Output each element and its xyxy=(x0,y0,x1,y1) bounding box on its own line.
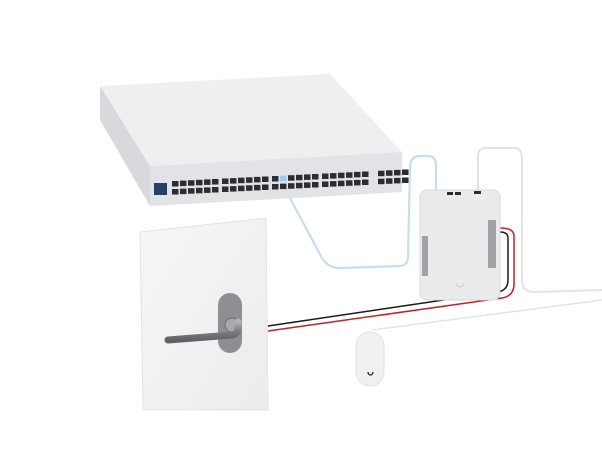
switch-port xyxy=(196,187,203,194)
uplink-cable xyxy=(276,154,438,270)
access-reader xyxy=(355,331,385,387)
door xyxy=(139,217,269,411)
switch-top xyxy=(100,74,402,166)
switch-port xyxy=(254,176,261,183)
power-cable-red xyxy=(267,227,515,332)
switch-port xyxy=(312,182,319,188)
hub-body xyxy=(419,189,501,301)
reader-body xyxy=(355,331,385,387)
switch-port xyxy=(180,180,187,187)
hub-terminal-right xyxy=(488,220,496,268)
switch-port xyxy=(204,187,211,193)
ethernet-cable xyxy=(477,147,602,294)
switch-port xyxy=(212,187,219,193)
switch-port xyxy=(272,176,279,182)
switch-port xyxy=(254,184,261,191)
switch-port xyxy=(172,189,179,195)
switch-port xyxy=(180,188,187,195)
switch-port xyxy=(322,181,329,187)
switch-port xyxy=(346,180,353,186)
switch-ports xyxy=(172,169,409,195)
switch-port xyxy=(362,179,369,185)
switch-port xyxy=(212,179,219,185)
switch-port xyxy=(288,175,295,181)
switch-port xyxy=(204,179,211,185)
door-panel xyxy=(139,217,269,411)
switch-port xyxy=(402,177,409,183)
switch-port xyxy=(330,181,337,187)
switch-port xyxy=(362,171,369,177)
switch-port xyxy=(330,173,337,179)
switch-port xyxy=(246,177,253,183)
switch-port xyxy=(394,169,401,176)
switch-port xyxy=(296,174,303,181)
switch-port xyxy=(386,178,393,184)
switch-port xyxy=(378,178,385,185)
hub-terminal-left xyxy=(422,236,428,276)
switch-port xyxy=(188,188,195,194)
switch-port xyxy=(288,183,295,189)
switch-port xyxy=(312,174,319,180)
switch-port xyxy=(222,186,229,192)
switch-left-side xyxy=(100,86,150,206)
switch-port xyxy=(378,170,385,177)
switch-display-icon xyxy=(154,183,167,195)
hub-port xyxy=(455,192,461,195)
switch-port xyxy=(304,174,311,180)
switch-port xyxy=(238,177,245,184)
switch-port xyxy=(402,169,409,175)
switch-port xyxy=(354,171,361,178)
switch-port xyxy=(196,179,203,186)
network-switch xyxy=(100,74,409,206)
switch-port xyxy=(280,175,287,182)
switch-port xyxy=(346,172,353,178)
reader-cable xyxy=(371,299,602,331)
switch-port xyxy=(222,178,229,184)
switch-port xyxy=(338,172,345,179)
switch-port xyxy=(304,182,311,188)
switch-port xyxy=(272,184,279,190)
switch-port xyxy=(338,180,345,187)
ubiquiti-logo-icon xyxy=(455,282,465,288)
switch-port xyxy=(230,178,237,184)
switch-port xyxy=(246,185,253,191)
switch-port xyxy=(262,184,269,190)
switch-port xyxy=(394,177,401,184)
switch-port xyxy=(238,185,245,192)
switch-port xyxy=(172,181,179,187)
switch-port xyxy=(188,180,195,186)
switch-port xyxy=(322,173,329,179)
switch-port xyxy=(296,182,303,189)
power-cable-black xyxy=(267,231,509,327)
switch-port xyxy=(230,186,237,192)
door-hub xyxy=(419,189,501,301)
switch-port xyxy=(354,179,361,186)
hub-port xyxy=(447,192,453,195)
switch-port xyxy=(262,176,269,182)
cables xyxy=(267,147,602,332)
switch-port xyxy=(280,183,287,190)
hub-port xyxy=(474,191,481,194)
switch-port xyxy=(386,170,393,176)
ubiquiti-logo-icon xyxy=(367,371,374,376)
door-lever-icon xyxy=(164,318,242,344)
